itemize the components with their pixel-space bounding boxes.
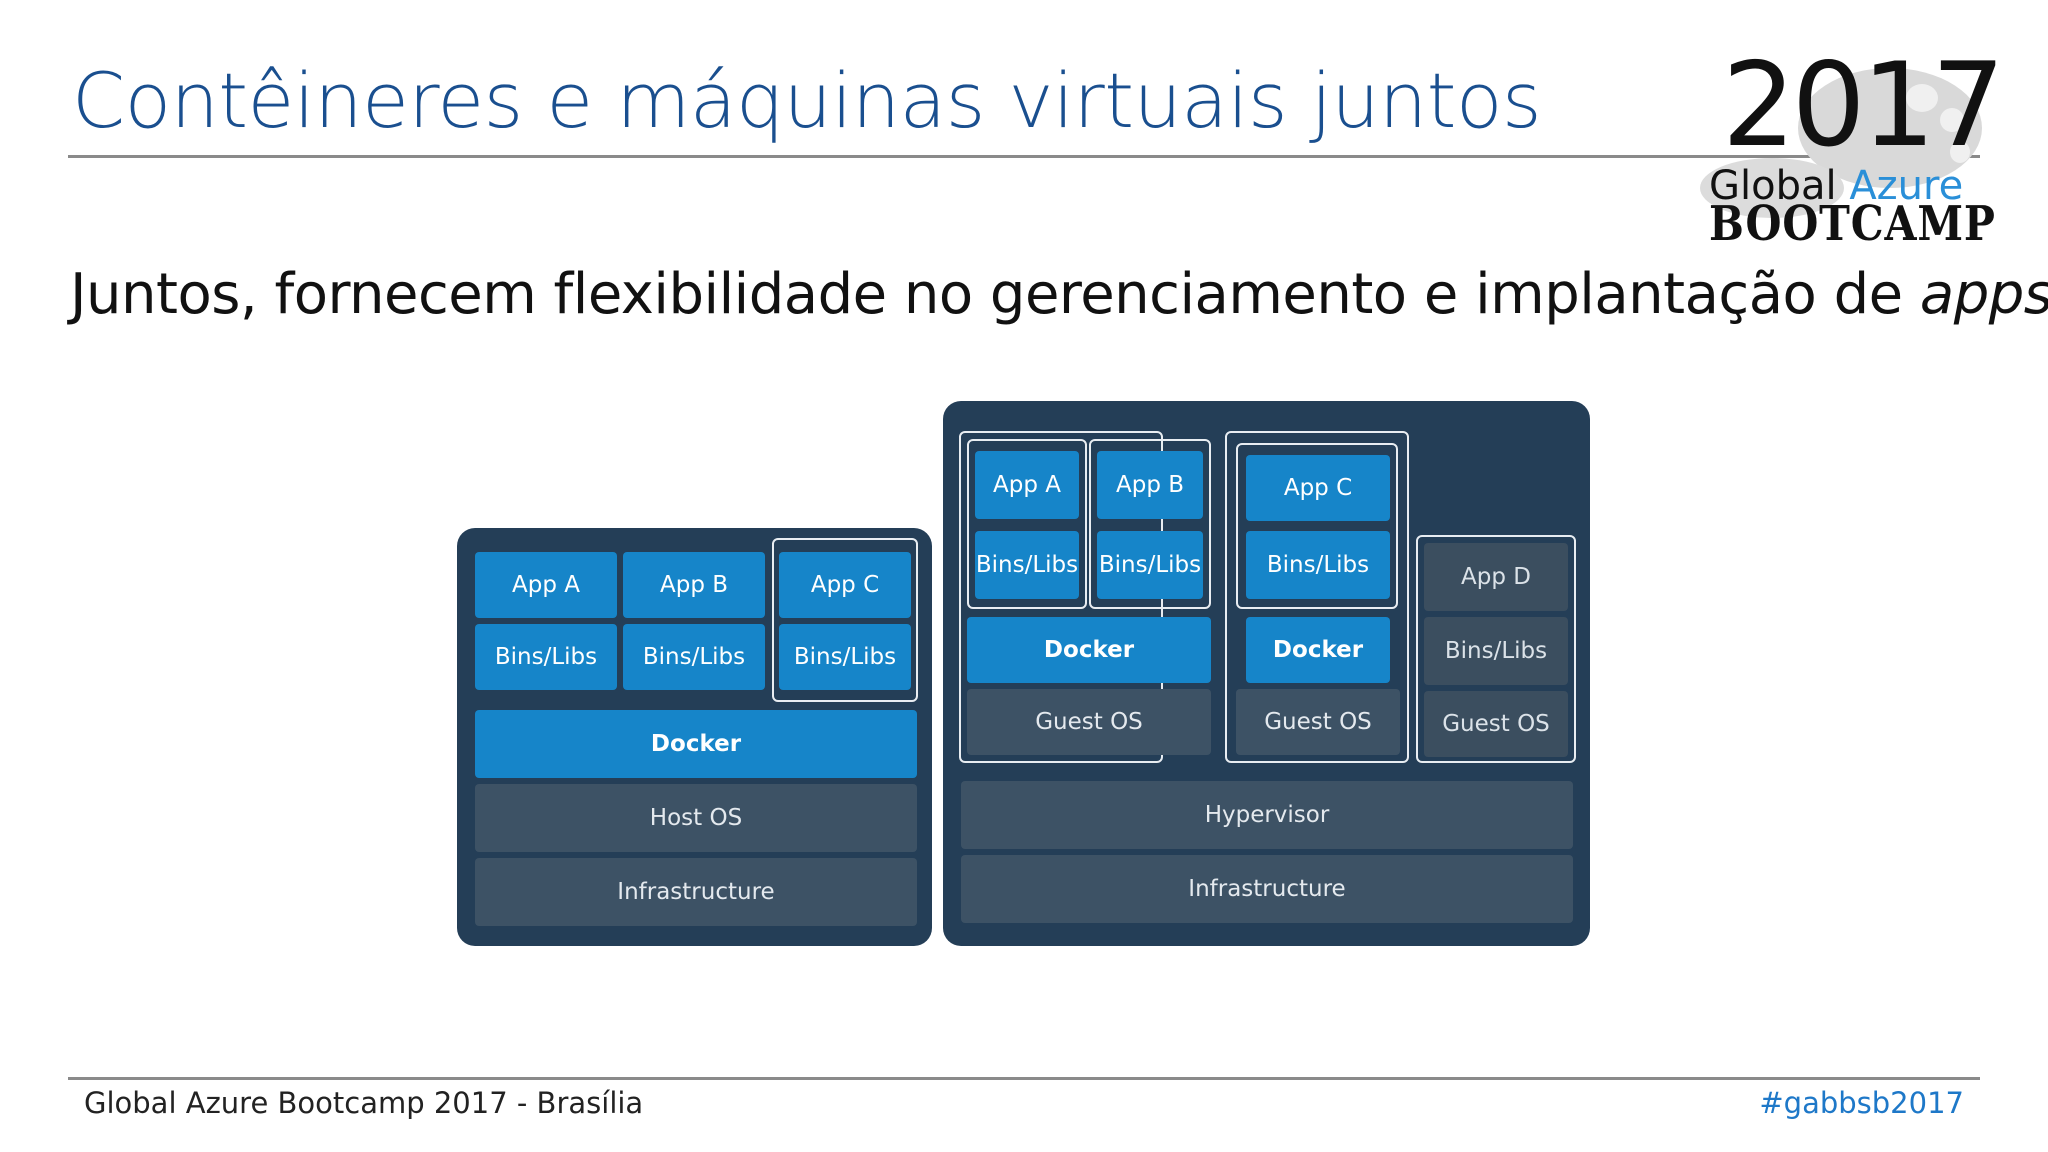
vm1-app-a-container-frame — [967, 439, 1087, 609]
vm2-bins-libs-block: Bins/Libs — [1246, 531, 1390, 599]
vm1-bins-libs-a-block: Bins/Libs — [975, 531, 1079, 599]
logo-year: 2017 — [1722, 38, 2005, 173]
footer-hashtag: #gabbsb2017 — [1759, 1086, 1964, 1120]
bins-libs-a-block: Bins/Libs — [475, 624, 617, 690]
slide-title: Contêineres e máquinas virtuais juntos — [72, 56, 1542, 145]
vm-infrastructure-block: Infrastructure — [961, 855, 1573, 923]
vm2-docker-block: Docker — [1246, 617, 1390, 683]
containers-host-panel: App A App B Bins/Libs Bins/Libs App C Bi… — [457, 528, 932, 946]
subtitle-text: Juntos, fornecem flexibilidade no gerenc… — [70, 262, 1920, 327]
vm2-guest-os-block: Guest OS — [1236, 689, 1400, 755]
vm-host-panel: App A Bins/Libs App B Bins/Libs Docker G… — [943, 401, 1590, 946]
logo-bootcamp: BOOTCAMP — [1709, 196, 1996, 252]
vm2-app-c-block: App C — [1246, 455, 1390, 521]
vm1-guest-os-block: Guest OS — [967, 689, 1211, 755]
infrastructure-block: Infrastructure — [475, 858, 917, 926]
vm3-guest-os-block: Guest OS — [1424, 691, 1568, 757]
vm1-bins-libs-b-block: Bins/Libs — [1097, 531, 1203, 599]
app-c-container-frame — [772, 538, 918, 702]
vm1-app-a-block: App A — [975, 451, 1079, 519]
global-azure-bootcamp-logo: 2017 Global Azure BOOTCAMP — [1690, 48, 2005, 250]
title-divider — [68, 155, 1980, 158]
vm3-frame — [1416, 535, 1576, 763]
slide-subtitle: Juntos, fornecem flexibilidade no gerenc… — [70, 262, 2048, 327]
vm3-bins-libs-block: Bins/Libs — [1424, 617, 1568, 685]
hypervisor-block: Hypervisor — [961, 781, 1573, 849]
vm2-frame — [1225, 431, 1409, 763]
vm2-app-c-container-frame — [1236, 443, 1398, 609]
footprint-icon — [1700, 68, 1982, 218]
logo-name-azure: Azure — [1849, 163, 1964, 209]
footer-event-name: Global Azure Bootcamp 2017 - Brasília — [84, 1086, 644, 1120]
footer-divider — [68, 1077, 1980, 1080]
app-c-block: App C — [779, 552, 911, 618]
logo-name-global: Global — [1709, 163, 1850, 209]
host-os-block: Host OS — [475, 784, 917, 852]
app-a-block: App A — [475, 552, 617, 618]
vm1-app-b-block: App B — [1097, 451, 1203, 519]
vm3-app-d-block: App D — [1424, 543, 1568, 611]
app-b-block: App B — [623, 552, 765, 618]
logo-name: Global Azure — [1709, 162, 1963, 210]
bins-libs-b-block: Bins/Libs — [623, 624, 765, 690]
docker-block: Docker — [475, 710, 917, 778]
vm1-app-b-frame — [1089, 439, 1211, 609]
subtitle-italic: apps — [1919, 262, 2048, 327]
vm1-docker-block: Docker — [967, 617, 1211, 683]
bins-libs-c-block: Bins/Libs — [779, 624, 911, 690]
